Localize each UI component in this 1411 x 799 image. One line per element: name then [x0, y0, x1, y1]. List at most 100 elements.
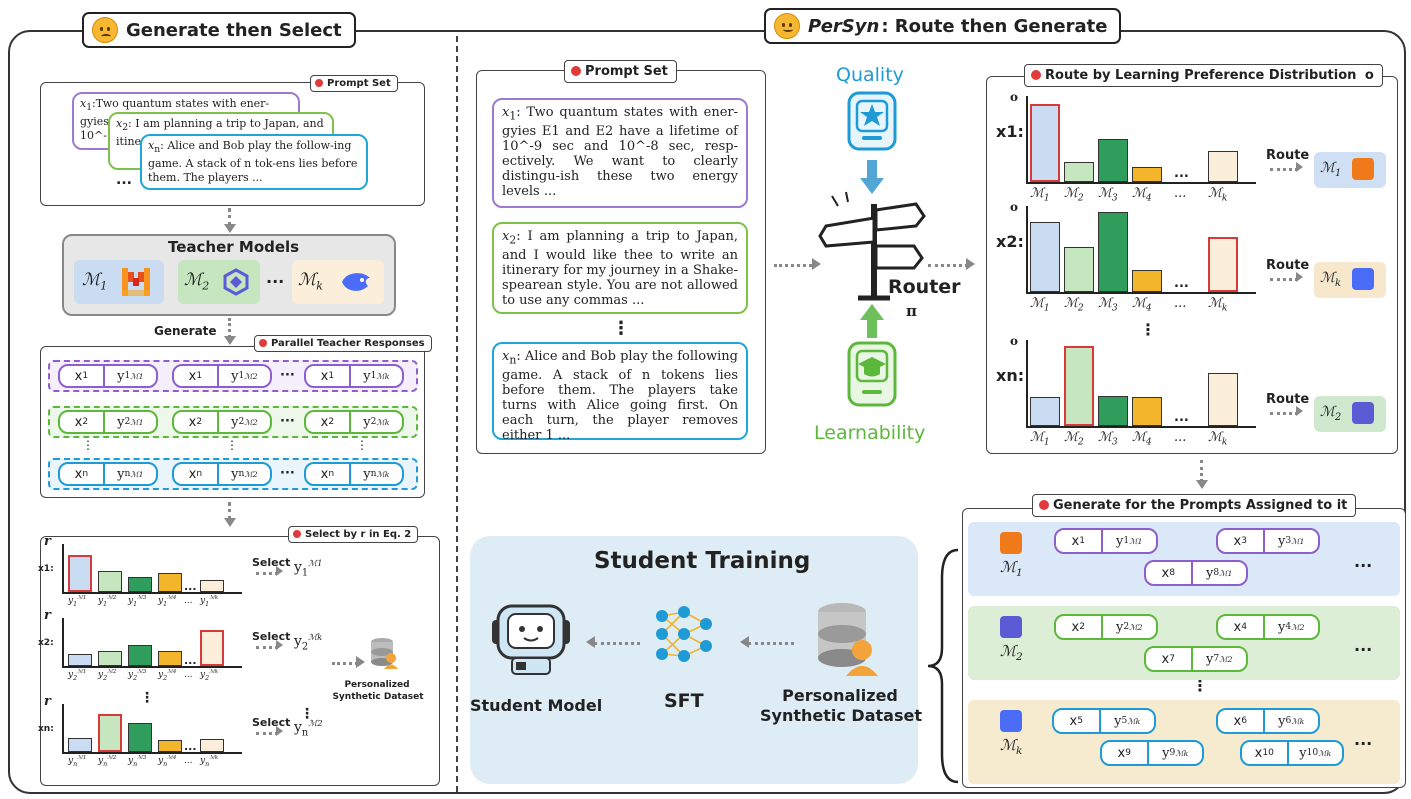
- x-axis: [62, 666, 242, 668]
- route-tick: ℳ2: [1064, 430, 1084, 448]
- route-tick: ℳ1: [1030, 186, 1050, 204]
- tick-ellipsis: ...: [184, 670, 193, 680]
- route-label: Route: [1266, 148, 1310, 163]
- parallel-responses-tag: Parallel Teacher Responses: [254, 335, 432, 352]
- mistral-logo-icon: [122, 268, 150, 296]
- pin-icon: [571, 66, 581, 76]
- route-tick: ℳ2: [1064, 296, 1084, 314]
- select-label: Select: [252, 630, 291, 643]
- neural-network-icon: [656, 606, 712, 662]
- r-axis-label: r: [44, 608, 51, 623]
- band-ellipsis: ...: [1354, 636, 1373, 655]
- select-bar: [68, 738, 92, 752]
- route-arrow: [1270, 278, 1298, 281]
- r-axis-label: r: [44, 694, 51, 709]
- model-logo-icon: [1352, 402, 1374, 424]
- arrow-dataset-to-sft: [748, 642, 794, 645]
- selected-response: ynℳ2: [294, 718, 323, 739]
- route-target-label: ℳ1: [1320, 160, 1342, 179]
- route-tick: ...: [1174, 296, 1187, 311]
- left-prompt-card-n: xn: Alice and Bob play the follow-ing ga…: [140, 134, 368, 190]
- learnability-label: Learnability: [814, 422, 926, 444]
- select-vdots-2: ⋮: [140, 690, 154, 706]
- select-tick: ynℳk: [200, 755, 219, 768]
- router-label: Router: [888, 276, 961, 298]
- row-label: x1:: [38, 564, 54, 574]
- route-bar: [1208, 150, 1238, 182]
- select-bar: [158, 572, 182, 592]
- o-axis-label: o: [1010, 90, 1019, 104]
- arrow-head: [1196, 480, 1208, 489]
- select-tick: y2ℳ1: [68, 669, 87, 682]
- route-bar: [1098, 395, 1128, 426]
- route-tag: Route by Learning Preference Distributio…: [1024, 64, 1383, 87]
- teacher-models-title: Teacher Models: [168, 238, 300, 256]
- route-target-chip: [1314, 396, 1386, 432]
- route-tick: ℳk: [1208, 186, 1228, 204]
- route-tick: ℳk: [1208, 296, 1228, 314]
- arrow-head: [276, 726, 283, 736]
- database-icon-small: [371, 638, 398, 669]
- arrow-prompts-to-teachers: [228, 208, 231, 226]
- route-tick: ℳ3: [1098, 296, 1118, 314]
- x-axis: [62, 592, 242, 594]
- route-tick: ℳ4: [1132, 186, 1152, 204]
- left-prompt-set-tag: Prompt Set: [310, 75, 398, 92]
- quality-star-icon: [847, 91, 897, 151]
- pin-icon: [259, 339, 267, 347]
- generate-tag: Generate for the Prompts Assigned to it: [1032, 494, 1357, 517]
- dataset-small-label-2: Synthetic Dataset: [332, 692, 424, 702]
- arrow-head: [224, 518, 236, 527]
- sft-label: SFT: [664, 690, 704, 712]
- row-vdots: ⋮: [226, 438, 238, 452]
- arrow-head: [224, 224, 236, 233]
- x-axis: [1026, 182, 1256, 184]
- persyn-name: PerSyn: [808, 15, 880, 37]
- teacher-mk-chip: [292, 260, 384, 304]
- select-label: Select: [252, 556, 291, 569]
- route-bar: [1064, 246, 1094, 292]
- o-axis-label: o: [1010, 200, 1019, 214]
- arrow-head: [356, 656, 365, 668]
- select-tick: ynℳ4: [158, 755, 177, 768]
- student-robot-icon: [492, 604, 570, 675]
- select-tick: y1ℳ3: [128, 595, 147, 608]
- arrow-route-to-generate: [1200, 460, 1203, 482]
- select-bar: [200, 738, 224, 752]
- route-tick: ℳ3: [1098, 186, 1118, 204]
- select-bar: [68, 555, 92, 592]
- select-bar: [158, 740, 182, 752]
- row-ellipsis: ···: [280, 466, 295, 481]
- arrow-head: [1296, 406, 1303, 416]
- dataset-label-1: Personalized: [782, 686, 898, 705]
- route-target-label: ℳ2: [1320, 404, 1342, 423]
- teacher-m2-label: ℳ2: [184, 270, 210, 293]
- right-prompt-card-n: xn: Alice and Bob play the following gam…: [492, 342, 748, 443]
- select-tick: y1ℳ1: [68, 595, 87, 608]
- select-bar: [200, 630, 224, 666]
- select-bar: [158, 650, 182, 666]
- bar-ellipsis: ...: [184, 654, 197, 667]
